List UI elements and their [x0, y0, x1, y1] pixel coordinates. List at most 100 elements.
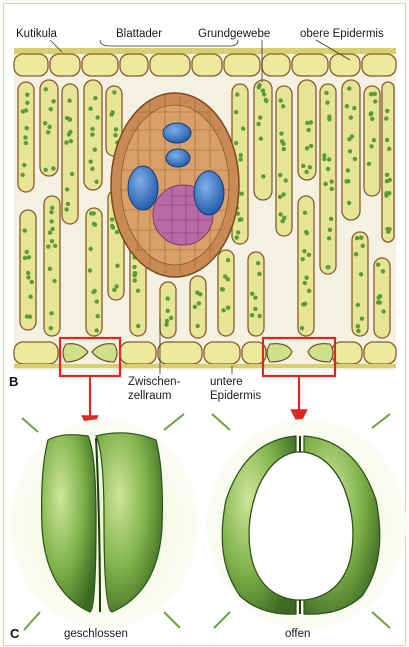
- label-zwischenzellraum-2: zellraum: [128, 390, 171, 403]
- chloroplast-dot: [360, 317, 364, 321]
- chloroplast-dot: [51, 166, 55, 170]
- chloroplast-dot: [369, 144, 373, 148]
- chloroplast-dot: [52, 279, 56, 283]
- chloroplast-dot: [256, 261, 260, 265]
- panel-letter-c: C: [10, 626, 19, 641]
- chloroplast-dot: [65, 187, 69, 191]
- chloroplast-dot: [386, 230, 390, 234]
- label-blattader: Blattader: [116, 28, 162, 41]
- chloroplast-dot: [95, 328, 99, 332]
- chloroplast-dot: [197, 301, 201, 305]
- chloroplast-dot: [330, 179, 334, 183]
- label-untere-epidermis-2: Epidermis: [210, 390, 261, 403]
- chloroplast-dot: [381, 269, 385, 273]
- chloroplast-dot: [259, 137, 263, 141]
- chloroplast-dot: [89, 160, 93, 164]
- label-geschlossen: geschlossen: [64, 628, 128, 641]
- chloroplast-dot: [264, 98, 268, 102]
- chloroplast-dot: [347, 137, 351, 141]
- chloroplast-dot: [50, 206, 54, 210]
- label-obere-epidermis: obere Epidermis: [300, 28, 384, 41]
- chloroplast-dot: [113, 133, 117, 137]
- chloroplast-dot: [359, 272, 363, 276]
- chloroplast-dot: [284, 178, 288, 182]
- chloroplast-dot: [329, 217, 333, 221]
- chloroplast-dot: [308, 165, 312, 169]
- chloroplast-dot: [373, 99, 377, 103]
- chloroplast-dot: [110, 217, 114, 221]
- cuticle-bottom: [14, 364, 396, 368]
- chloroplast-dot: [344, 179, 348, 183]
- chloroplast-dot: [361, 244, 365, 248]
- chloroplast-dot: [301, 257, 305, 261]
- chloroplast-dot: [25, 126, 29, 130]
- chloroplast-dot: [322, 157, 326, 161]
- chloroplast-dot: [111, 225, 115, 229]
- chloroplast-dot: [169, 316, 173, 320]
- chloroplast-dot: [69, 139, 73, 143]
- chloroplast-dot: [136, 289, 140, 293]
- chloroplast-dot: [278, 212, 282, 216]
- chloroplast-dot: [221, 308, 225, 312]
- chloroplast-dot: [24, 141, 28, 145]
- chloroplast-dot: [330, 187, 334, 191]
- chloroplast-dot: [28, 295, 32, 299]
- chloroplast-dot: [166, 296, 170, 300]
- panel-letter-b: B: [9, 374, 18, 389]
- chloroplast-dot: [384, 191, 388, 195]
- label-untere-epidermis-1: untere: [210, 376, 243, 389]
- chloroplast-dot: [90, 127, 94, 131]
- chloroplast-dot: [95, 115, 99, 119]
- upper-epidermis: [14, 54, 396, 76]
- chloroplast-dot: [46, 130, 50, 134]
- chloroplast-dot: [26, 275, 30, 279]
- chloroplast-dot: [300, 326, 304, 330]
- chloroplast-dot: [95, 299, 99, 303]
- chloroplast-dot: [93, 148, 97, 152]
- chloroplast-dot: [385, 138, 389, 142]
- chloroplast-dot: [64, 140, 68, 144]
- chloroplast-dot: [64, 207, 68, 211]
- chloroplast-dot: [384, 116, 388, 120]
- chloroplast-dot: [304, 276, 308, 280]
- chloroplast-dot: [88, 268, 92, 272]
- chloroplast-dot: [327, 117, 331, 121]
- chloroplast-dot: [282, 216, 286, 220]
- chloroplast-dot: [282, 147, 286, 151]
- chloroplast-dot: [373, 92, 377, 96]
- chloroplast-dot: [301, 164, 305, 168]
- chloroplast-dot: [133, 271, 137, 275]
- chloroplast-dot: [385, 173, 389, 177]
- chloroplast-dot: [385, 109, 389, 113]
- chloroplast-dot: [304, 170, 308, 174]
- chloroplast-dot: [90, 132, 94, 136]
- guard-cells-closed: [9, 414, 199, 630]
- chloroplast-dot: [261, 174, 265, 178]
- chloroplast-dot: [49, 210, 53, 214]
- chloroplast-dot: [348, 149, 352, 153]
- chloroplast-dot: [302, 249, 306, 253]
- chloroplast-dot: [236, 230, 240, 234]
- chloroplast-dot: [25, 250, 29, 254]
- chloroplast-dot: [262, 92, 266, 96]
- chloroplast-dot: [369, 112, 373, 116]
- chloroplast-dot: [326, 265, 330, 269]
- chloroplast-dot: [279, 131, 283, 135]
- chloroplast-dot: [281, 142, 285, 146]
- chloroplast-dot: [49, 326, 53, 330]
- chloroplast-dot: [28, 315, 32, 319]
- chloroplast-dot: [353, 157, 357, 161]
- chloroplast-dot: [67, 99, 71, 103]
- chloroplast-dot: [387, 147, 391, 151]
- chloroplast-dot: [20, 173, 24, 177]
- chloroplast-dot: [234, 110, 238, 114]
- chloroplast-dot: [49, 311, 53, 315]
- chloroplast-dot: [356, 303, 360, 307]
- chloroplast-dot: [253, 307, 257, 311]
- chloroplast-dot: [354, 252, 358, 256]
- chloroplast-dot: [94, 180, 98, 184]
- chloroplast-dot: [388, 178, 392, 182]
- chloroplast-dot: [23, 228, 27, 232]
- chloroplast-dot: [258, 314, 262, 318]
